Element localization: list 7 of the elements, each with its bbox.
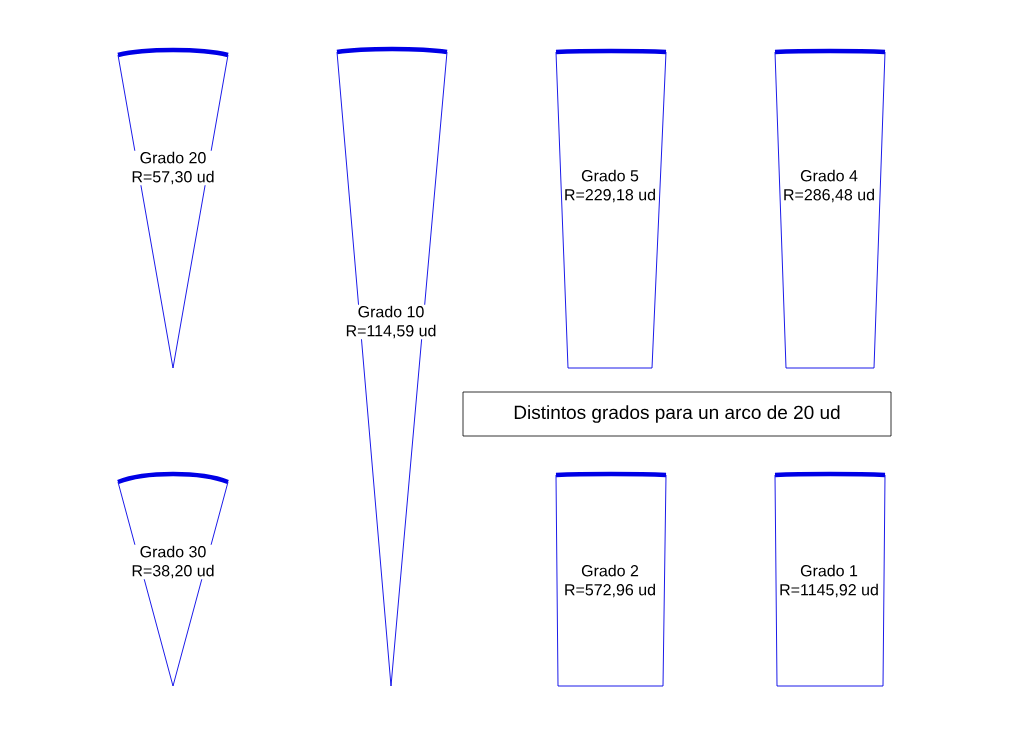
node-label: R=57,30 ud	[132, 170, 214, 185]
node-label: R=38,20 ud	[132, 564, 214, 579]
node-label: Grado 30	[140, 545, 206, 558]
node-label: Grado 20	[140, 151, 206, 164]
title-box: Distintos grados para un arco de 20 ud	[462, 391, 892, 437]
node-label: Grado 10	[358, 305, 424, 318]
node-label: R=114,59 ud	[346, 324, 436, 339]
